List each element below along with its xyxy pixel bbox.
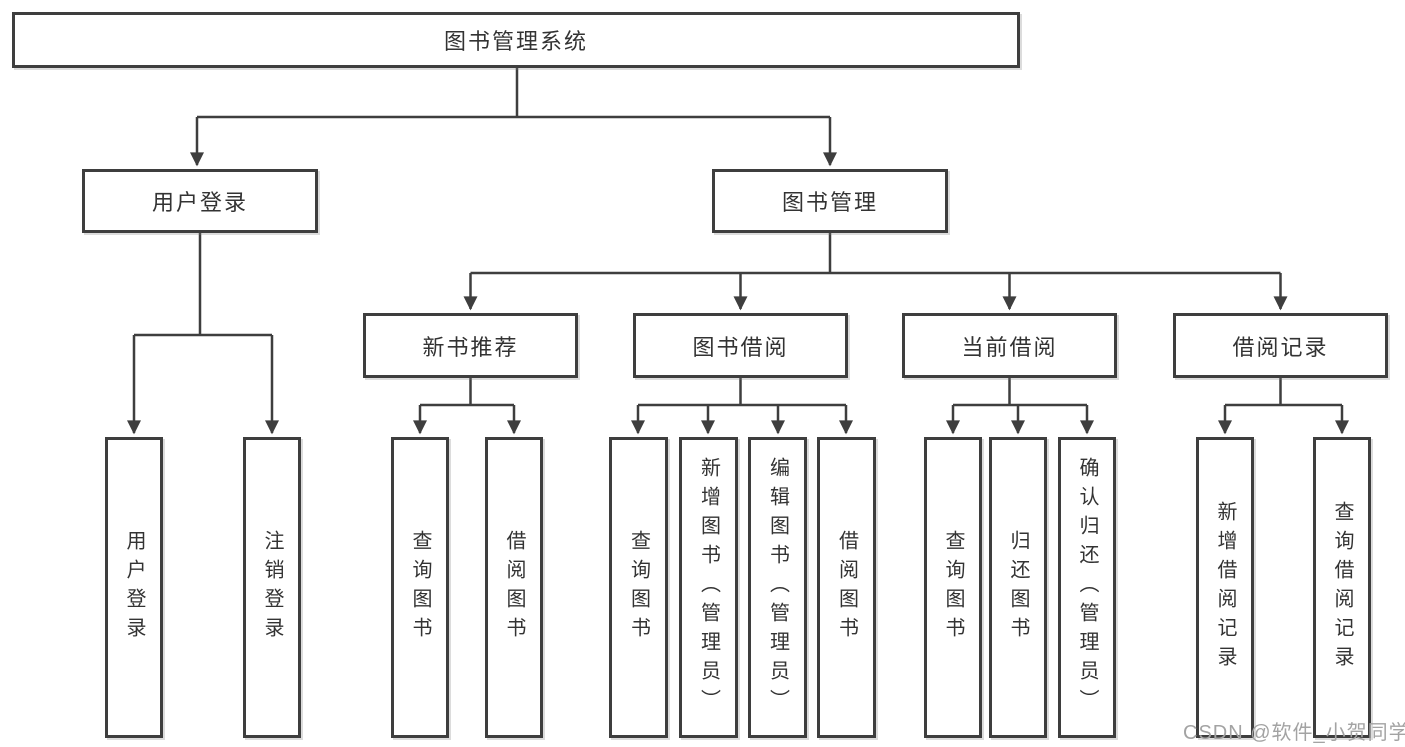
leaf-query-books-current: 查询图书 xyxy=(924,437,982,738)
node-label: 图书借阅 xyxy=(692,334,789,360)
leaf-borrow-books-recommend: 借阅图书 xyxy=(485,437,543,738)
node-new-book-recommendation: 新书推荐 xyxy=(363,313,578,378)
node-label: 用户登录 xyxy=(151,190,248,215)
node-current-borrowing: 当前借阅 xyxy=(902,313,1117,378)
node-label: 编辑图书（管理员） xyxy=(766,457,789,718)
leaf-edit-book-admin: 编辑图书（管理员） xyxy=(748,437,807,738)
node-book-management: 图书管理 xyxy=(712,169,948,233)
node-user-login: 用户登录 xyxy=(82,169,318,233)
node-label: 用户登录 xyxy=(123,529,145,646)
node-label: 新增图书（管理员） xyxy=(697,457,720,718)
leaf-user-login: 用户登录 xyxy=(105,437,163,738)
leaf-add-borrow-record: 新增借阅记录 xyxy=(1196,437,1254,738)
leaf-query-books-borrow: 查询图书 xyxy=(609,437,668,738)
leaf-query-books-recommend: 查询图书 xyxy=(391,437,449,738)
node-label: 确认归还（管理员） xyxy=(1076,457,1098,718)
node-label: 新书推荐 xyxy=(422,334,519,360)
leaf-query-borrow-record: 查询借阅记录 xyxy=(1313,437,1371,738)
leaf-add-book-admin: 新增图书（管理员） xyxy=(679,437,738,738)
node-book-borrowing: 图书借阅 xyxy=(633,313,848,378)
node-label: 图书管理 xyxy=(781,190,878,215)
node-label: 借阅图书 xyxy=(503,529,525,646)
leaf-return-book: 归还图书 xyxy=(989,437,1047,738)
node-root-system: 图书管理系统 xyxy=(12,12,1020,68)
node-label: 查询图书 xyxy=(942,529,964,646)
node-label: 新增借阅记录 xyxy=(1214,500,1236,675)
node-label: 图书管理系统 xyxy=(443,29,588,54)
node-label: 归还图书 xyxy=(1007,529,1029,646)
node-label: 借阅记录 xyxy=(1232,334,1329,360)
node-label: 借阅图书 xyxy=(835,529,858,646)
node-label: 查询图书 xyxy=(409,529,431,646)
node-label: 当前借阅 xyxy=(961,334,1058,360)
leaf-logout: 注销登录 xyxy=(243,437,301,738)
node-borrowing-records: 借阅记录 xyxy=(1173,313,1388,378)
node-label: 查询借阅记录 xyxy=(1331,500,1353,675)
node-label: 注销登录 xyxy=(261,529,283,646)
leaf-borrow-books: 借阅图书 xyxy=(817,437,876,738)
node-label: 查询图书 xyxy=(627,529,650,646)
leaf-confirm-return-admin: 确认归还（管理员） xyxy=(1058,437,1116,738)
csdn-watermark: CSDN @软件_小贺同学 xyxy=(1183,722,1405,744)
